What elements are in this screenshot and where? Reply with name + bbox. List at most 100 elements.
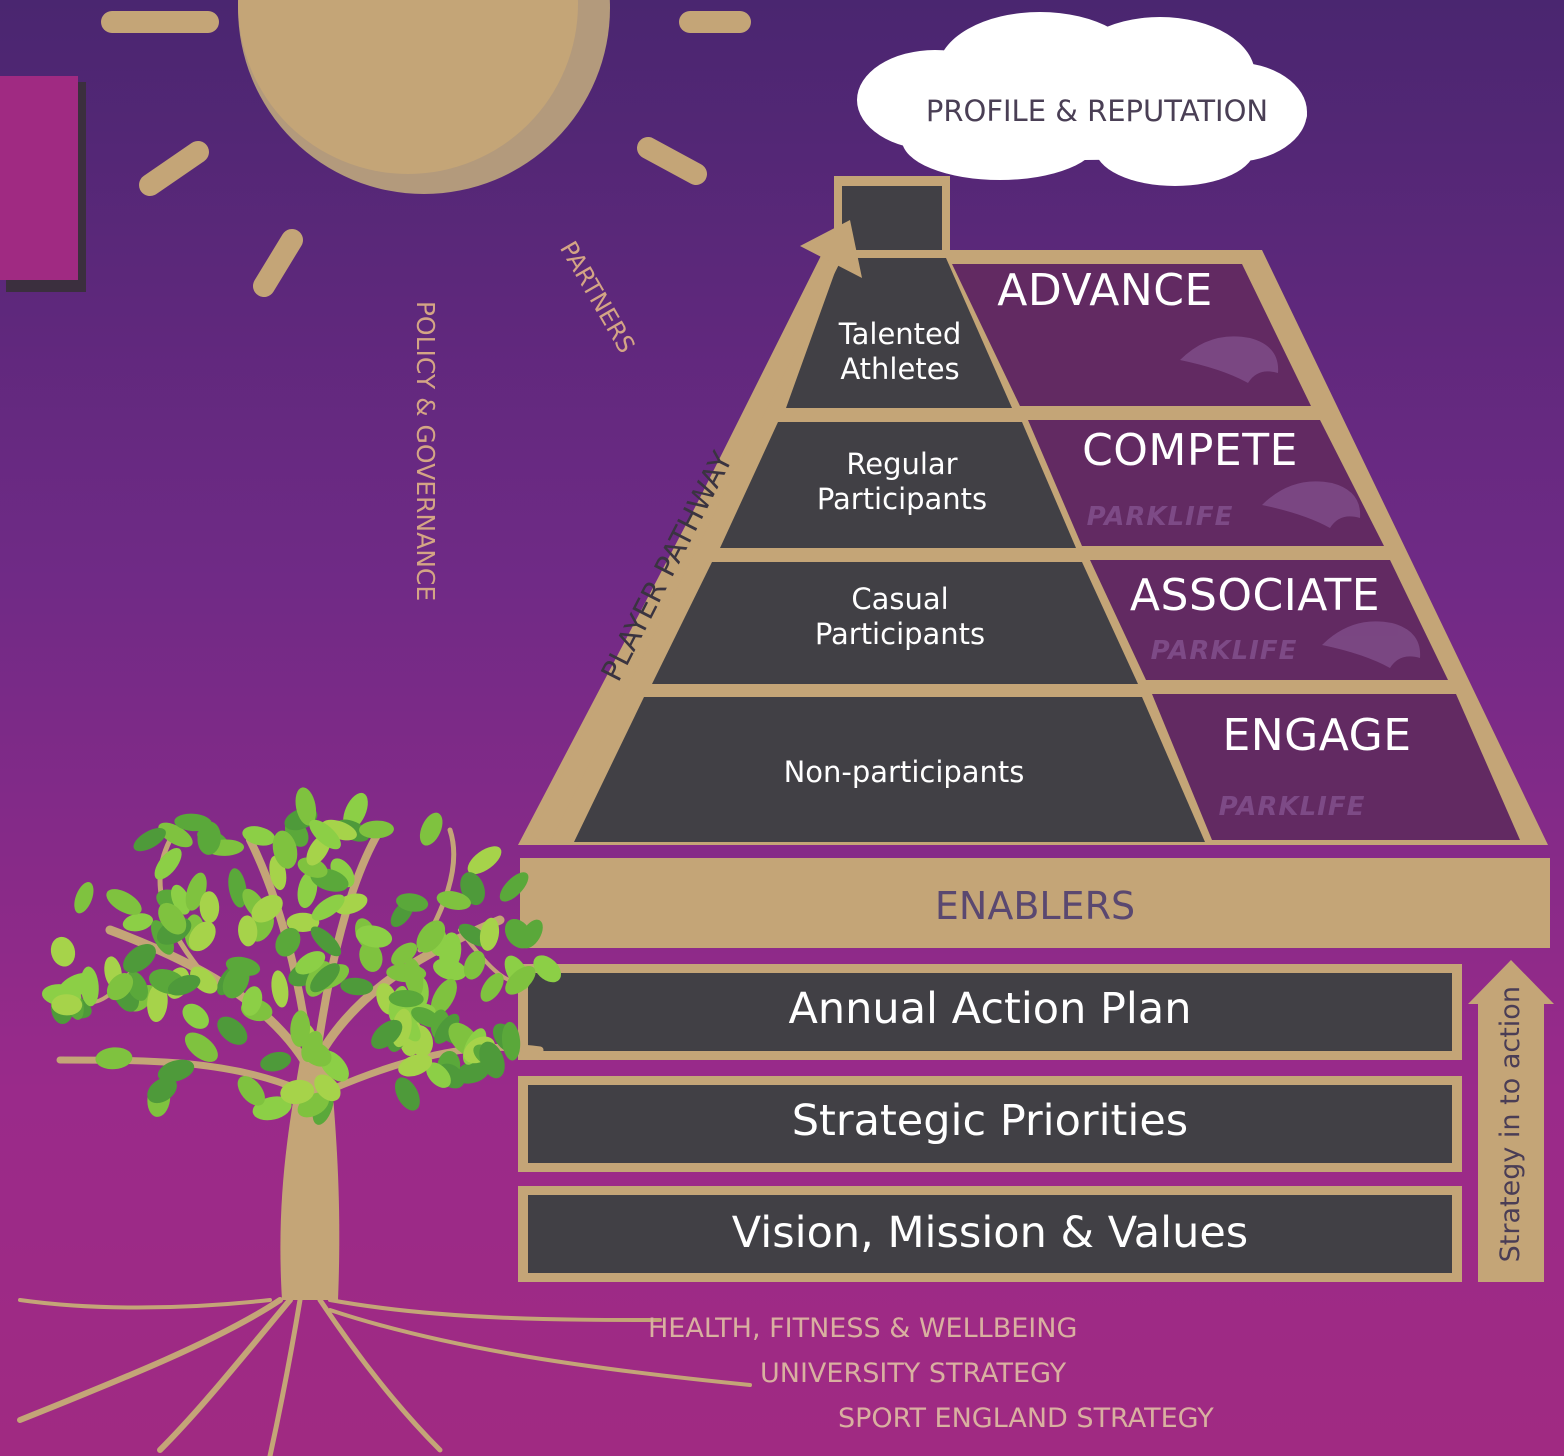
leaf (280, 1079, 315, 1105)
leaf (158, 822, 193, 848)
leaf (74, 882, 94, 914)
leaf (309, 819, 341, 850)
leaf (439, 932, 462, 972)
policy-governance-label: POLICY & GOVERNANCE (411, 300, 440, 602)
leaf (371, 1019, 403, 1049)
leaf (359, 941, 383, 972)
vision-mission-values-label: Vision, Mission & Values (731, 1208, 1249, 1258)
stage-engage-block (1152, 694, 1520, 840)
enablers-label: ENABLERS (934, 884, 1136, 928)
strategy-to-action-label: Strategy in to action (1494, 986, 1526, 1263)
tier-casual-participants: Casual Participants (814, 582, 986, 651)
leaf (398, 1053, 433, 1077)
leaf (290, 1010, 311, 1047)
leaf (50, 936, 76, 967)
leaf (419, 812, 443, 846)
leaf (463, 950, 486, 980)
leaf (310, 926, 342, 957)
cloud-label: PROFILE & REPUTATION (925, 94, 1269, 128)
side-box (0, 76, 78, 280)
leaf (228, 868, 247, 908)
leaf (260, 1051, 292, 1072)
parklife-logo-associate: PARKLIFE (1150, 636, 1298, 666)
leaf (396, 893, 429, 912)
leaf (238, 915, 258, 947)
tree-icon (17, 787, 752, 1456)
leaf (505, 965, 536, 995)
leaf (158, 902, 187, 935)
leaf (242, 826, 276, 846)
tier-4-block (574, 697, 1205, 842)
leaf (188, 921, 216, 952)
leaf (167, 974, 201, 996)
layer-annual-block (528, 973, 1452, 1051)
tier-3-block (652, 562, 1138, 684)
leaf (416, 920, 446, 953)
parklife-logo-compete: PARKLIFE (1086, 502, 1234, 532)
leaf (388, 989, 424, 1008)
leaf (286, 912, 320, 933)
leaf (501, 1021, 521, 1061)
strategic-priorities-label: Strategic Priorities (791, 1096, 1189, 1146)
leaf (217, 1016, 248, 1045)
leaf (199, 891, 220, 923)
player-pathway-arrow-icon (531, 220, 862, 845)
tier-non-participants: Non-participants (783, 755, 1025, 789)
layer-vision-block (528, 1195, 1452, 1273)
up-arrow-icon (1468, 960, 1554, 1282)
leaf (272, 830, 298, 869)
leaf (275, 927, 301, 957)
leaf (57, 972, 94, 999)
tier-talented-athletes: Talented Athletes (838, 317, 962, 386)
tier-2-block (720, 422, 1076, 548)
tier-1-block (786, 258, 1012, 408)
leaf (340, 977, 374, 996)
stage-compete-title: COMPETE (1082, 425, 1298, 476)
layer-priorities-block (528, 1085, 1452, 1163)
leaf (184, 1032, 218, 1062)
leaf (51, 994, 83, 1016)
leaf (467, 846, 502, 875)
leaf (222, 964, 250, 999)
leaf (310, 963, 340, 993)
leaf (154, 847, 182, 880)
leaf (95, 1047, 133, 1070)
leaf (311, 894, 345, 921)
leaf (404, 958, 424, 998)
leaf (297, 857, 328, 878)
stage-advance-title: ADVANCE (997, 265, 1213, 316)
leaf (122, 913, 154, 932)
leaf (520, 919, 543, 949)
leaf (157, 1059, 195, 1083)
leaf (106, 973, 134, 1001)
leaf (133, 827, 166, 852)
leaf (359, 820, 394, 839)
cloud-shape (857, 12, 1307, 186)
stage-engage-title: ENGAGE (1222, 710, 1412, 761)
leaf (430, 978, 457, 1016)
leaf (499, 872, 529, 902)
stage-associate-title: ASSOCIATE (1129, 570, 1381, 621)
enablers-beam (520, 858, 1550, 948)
leaf (479, 1041, 505, 1079)
leaf (241, 986, 263, 1016)
leaf (394, 1077, 420, 1111)
tree-leaves (41, 787, 562, 1125)
leaf (295, 951, 326, 975)
root-sport-england: SPORT ENGLAND STRATEGY (838, 1403, 1214, 1434)
leaf (355, 925, 393, 948)
stage-compete-block (1028, 420, 1384, 546)
leaf (533, 955, 562, 983)
leaf (436, 890, 471, 911)
leaf (480, 973, 504, 1002)
leaf (147, 983, 168, 1023)
leaf (295, 787, 317, 826)
leaf (237, 1075, 265, 1106)
leaf (197, 821, 221, 855)
leaf (147, 1077, 177, 1104)
root-health: HEALTH, FITNESS & WELLBEING (648, 1313, 1078, 1344)
root-university: UNIVERSITY STRATEGY (760, 1358, 1067, 1389)
leaf (123, 943, 156, 973)
